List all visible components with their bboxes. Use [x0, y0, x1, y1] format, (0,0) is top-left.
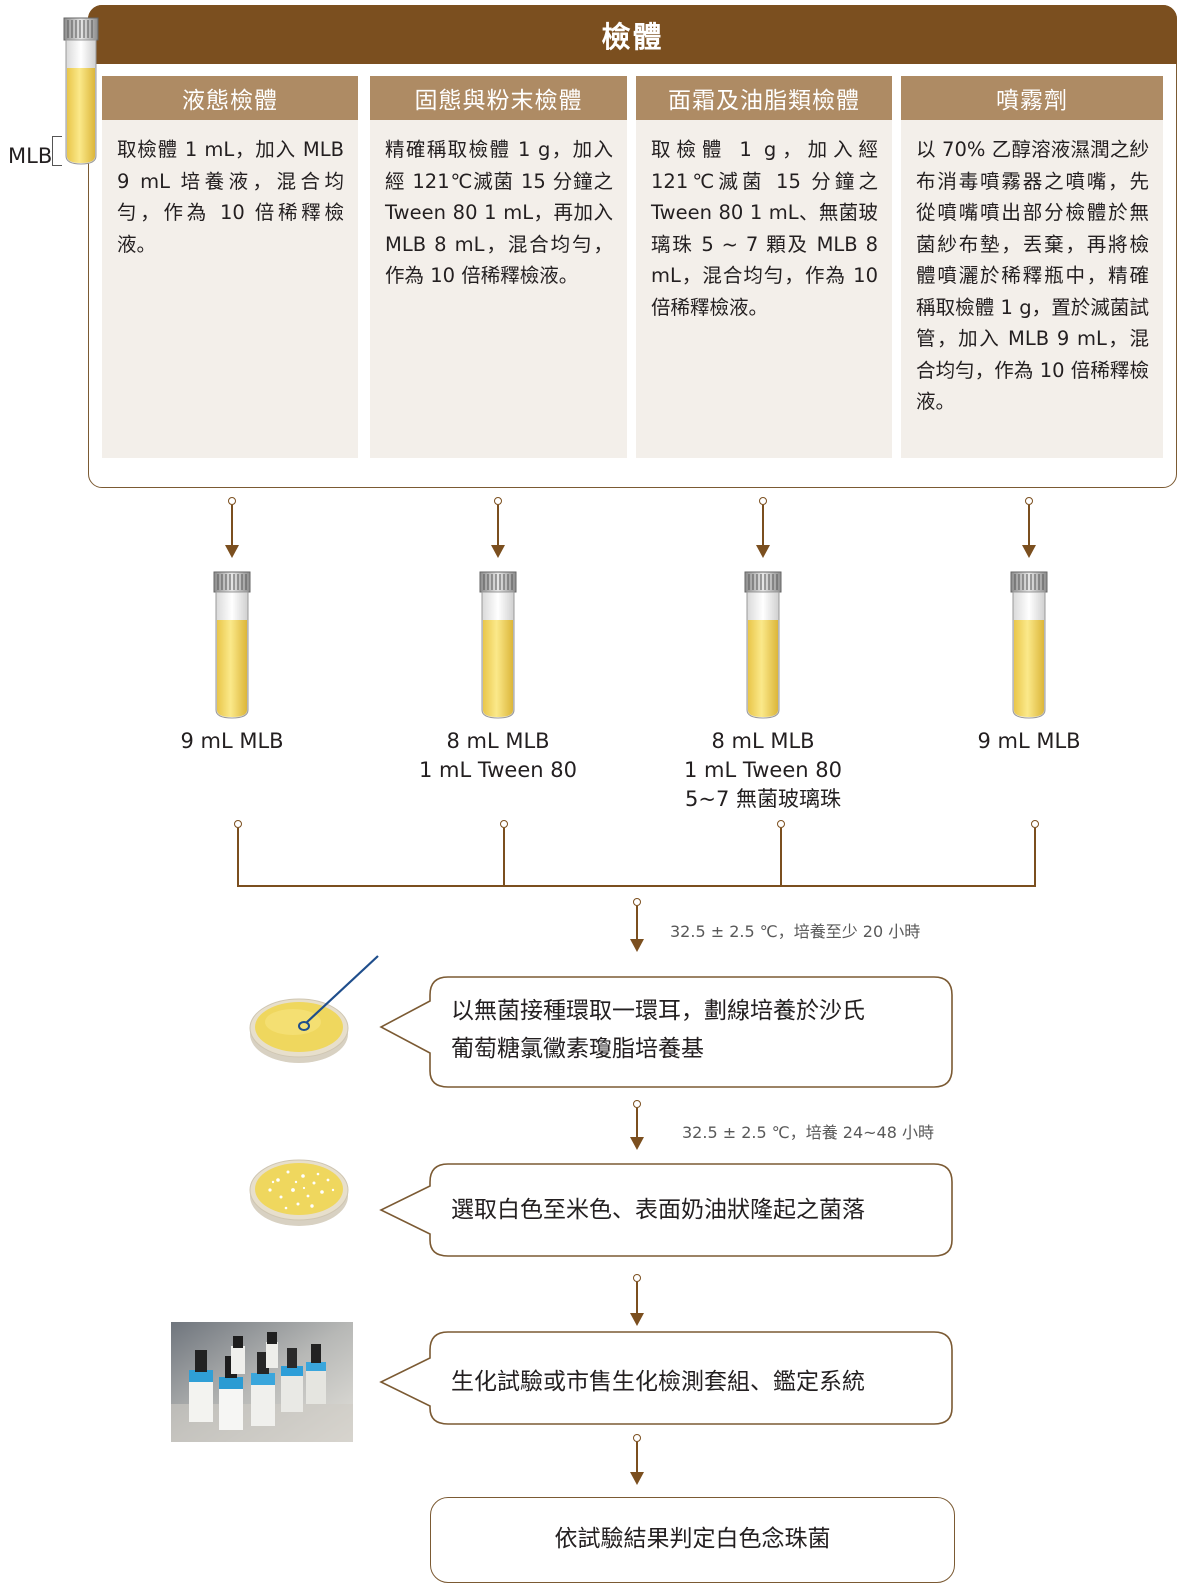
connector-dot	[633, 1434, 641, 1442]
bubble-callout	[379, 1163, 953, 1257]
connector-dot	[234, 820, 242, 828]
arrow-down-icon	[630, 1137, 644, 1150]
tube-label-solid: 8 mL MLB 1 mL Tween 80	[368, 727, 628, 785]
column-heading-spray: 噴霧劑	[901, 76, 1163, 120]
connector-line	[237, 828, 239, 886]
petri-dish-loop-icon	[249, 955, 379, 1063]
mlb-bracket	[52, 136, 62, 166]
column-heading-cream: 面霜及油脂類檢體	[636, 76, 892, 120]
step-text-biochem: 生化試驗或市售生化檢測套組、鑑定系統	[451, 1363, 865, 1401]
tube-icon	[744, 571, 782, 719]
connector-line	[231, 505, 233, 547]
column-heading-solid: 固態與粉末檢體	[370, 76, 627, 120]
arrow-down-icon	[630, 1472, 644, 1485]
incubation-condition: 32.5 ± 2.5 ℃，培養 24~48 小時	[682, 1123, 935, 1142]
connector-line	[636, 1442, 638, 1474]
tube-label-line: 8 mL MLB	[446, 729, 550, 753]
step-line: 生化試驗或市售生化檢測套組、鑑定系統	[451, 1369, 865, 1395]
tube-label-spray: 9 mL MLB	[899, 727, 1159, 756]
connector-dot	[494, 497, 502, 505]
connector-line	[503, 828, 505, 886]
connector-line	[497, 505, 499, 547]
arrow-down-icon	[1022, 545, 1036, 558]
connector-line	[780, 828, 782, 886]
column-text-liquid: 取檢體 1 mL，加入 MLB 9 mL 培養液，混合均勻，作為 10 倍稀釋檢…	[102, 120, 358, 458]
tube-label-line: 5~7 無菌玻璃珠	[685, 787, 841, 811]
connector-dot	[228, 497, 236, 505]
column-text-solid: 精確稱取檢體 1 g，加入經 121℃滅菌 15 分鐘之 Tween 80 1 …	[370, 120, 627, 458]
tube-label-liquid: 9 mL MLB	[102, 727, 362, 756]
connector-line	[1034, 828, 1036, 886]
arrow-down-icon	[630, 1313, 644, 1326]
connector-dot	[500, 820, 508, 828]
step-text-streak: 以無菌接種環取一環耳，劃線培養於沙氏 葡萄糖氯黴素瓊脂培養基	[451, 992, 865, 1068]
tube-label-line: 9 mL MLB	[180, 729, 284, 753]
column-heading-liquid: 液態檢體	[102, 76, 358, 120]
tube-label-cream: 8 mL MLB 1 mL Tween 80 5~7 無菌玻璃珠	[633, 727, 893, 814]
tube-label-line: 1 mL Tween 80	[684, 758, 842, 782]
connector-line	[636, 906, 638, 940]
result-box	[430, 1497, 955, 1583]
connector-dot	[777, 820, 785, 828]
step-text-colony: 選取白色至米色、表面奶油狀隆起之菌落	[451, 1191, 865, 1229]
tube-label-line: 1 mL Tween 80	[419, 758, 577, 782]
tube-label-line: 9 mL MLB	[977, 729, 1081, 753]
connector-dot	[1031, 820, 1039, 828]
bubble-callout	[379, 976, 953, 1088]
step-line: 依試驗結果判定白色念珠菌	[554, 1526, 831, 1552]
arrow-down-icon	[491, 545, 505, 558]
bubble-callout	[379, 1331, 953, 1425]
panel-title: 檢體	[88, 5, 1177, 64]
petri-dish-colonies-icon	[249, 1159, 349, 1226]
connector-dot	[633, 1274, 641, 1282]
connector-line	[1028, 505, 1030, 547]
mlb-tube-icon	[63, 17, 99, 165]
connector-horizontal	[237, 885, 1036, 887]
tube-icon	[1010, 571, 1048, 719]
connector-dot	[633, 1100, 641, 1108]
connector-line	[762, 505, 764, 547]
mlb-label: MLB	[8, 144, 53, 168]
reagent-vials-photo	[171, 1322, 353, 1442]
arrow-down-icon	[225, 545, 239, 558]
arrow-down-icon	[630, 939, 644, 952]
arrow-down-icon	[756, 545, 770, 558]
column-text-cream: 取檢體 1 g，加入經 121℃滅菌 15 分鐘之 Tween 80 1 mL、…	[636, 120, 892, 458]
step-text-result: 依試驗結果判定白色念珠菌	[430, 1520, 955, 1558]
connector-line	[636, 1282, 638, 1315]
connector-dot	[759, 497, 767, 505]
tube-label-line: 8 mL MLB	[711, 729, 815, 753]
step-line: 選取白色至米色、表面奶油狀隆起之菌落	[451, 1197, 865, 1223]
step-line: 葡萄糖氯黴素瓊脂培養基	[451, 1036, 704, 1062]
incubation-condition: 32.5 ± 2.5 ℃，培養至少 20 小時	[670, 922, 921, 941]
connector-line	[636, 1108, 638, 1139]
tube-icon	[479, 571, 517, 719]
tube-icon	[213, 571, 251, 719]
column-text-spray: 以 70% 乙醇溶液濕潤之紗布消毒噴霧器之噴嘴，先從噴嘴噴出部分檢體於無菌紗布墊…	[901, 120, 1163, 458]
connector-dot	[1025, 497, 1033, 505]
connector-dot	[633, 898, 641, 906]
step-line: 以無菌接種環取一環耳，劃線培養於沙氏	[451, 998, 865, 1024]
